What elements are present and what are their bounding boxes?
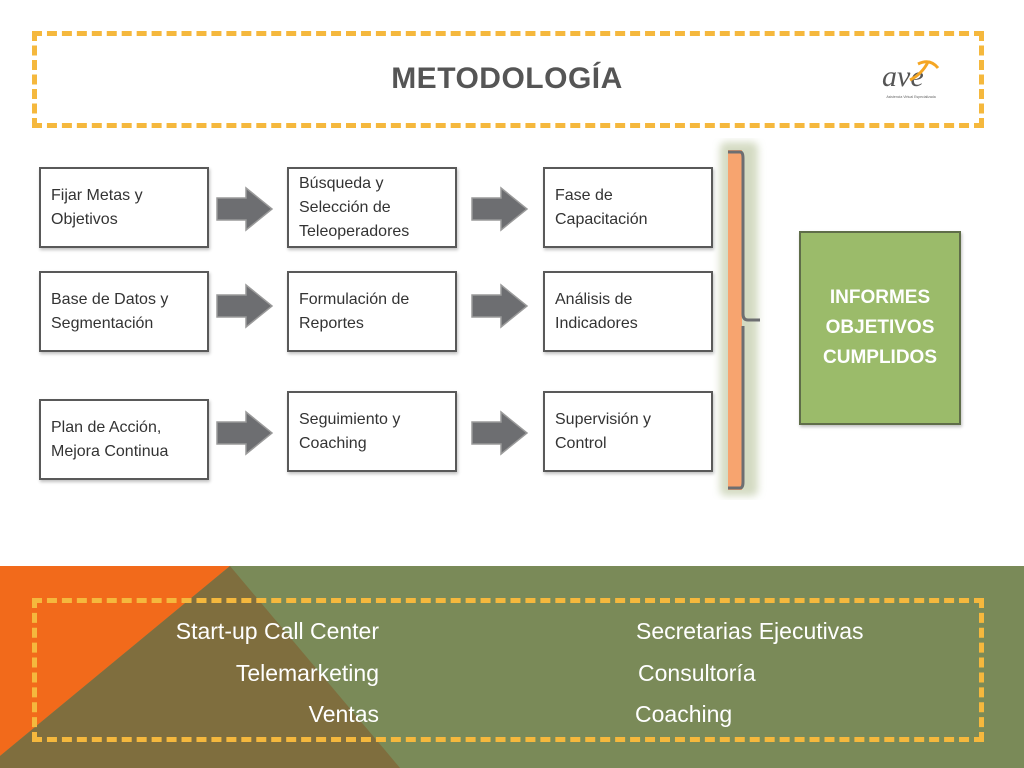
right-bracket	[720, 142, 760, 496]
step-supervision-control: Supervisión y Control	[543, 391, 713, 472]
step-label: Fijar Metas y Objetivos	[51, 186, 143, 228]
footer-dashed-frame	[32, 598, 984, 742]
service-consultoria: Consultoría	[638, 660, 756, 686]
right-arrow-icon	[216, 410, 274, 456]
step-label: Formulación de Reportes	[299, 290, 410, 332]
result-line: INFORMES	[829, 287, 931, 308]
step-label: Seguimiento y Coaching	[299, 410, 401, 452]
right-arrow-icon	[471, 186, 529, 232]
bracket-bar	[728, 150, 742, 490]
service-telemarketing: Telemarketing	[235, 660, 379, 686]
header-dashed-frame	[32, 31, 984, 128]
step-fijar-metas: Fijar Metas y Objetivos	[39, 167, 209, 248]
service-coaching: Coaching	[635, 701, 733, 727]
service-ventas: Ventas	[308, 701, 379, 727]
service-start-up-call-center: Start-up Call Center	[175, 618, 379, 644]
step-busqueda-seleccion: Búsqueda y Selección de Teleoperadores	[287, 167, 457, 248]
step-label: Plan de Acción, Mejora Continua	[51, 418, 169, 460]
result-box: INFORMES OBJETIVOS CUMPLIDOS	[799, 231, 961, 425]
right-arrow-icon	[471, 283, 529, 329]
result-line: CUMPLIDOS	[823, 347, 937, 368]
step-label: Base de Datos y Segmentación	[51, 290, 169, 332]
service-secretarias-ejecutivas: Secretarias Ejecutivas	[636, 618, 864, 644]
step-label: Supervisión y Control	[555, 410, 652, 452]
logo-swoosh	[917, 60, 940, 69]
footer-background	[0, 566, 400, 768]
result-line: OBJETIVOS	[825, 317, 935, 338]
step-label: Búsqueda y Selección de Teleoperadores	[299, 174, 410, 240]
step-label: Análisis de Indicadores	[555, 290, 638, 332]
right-arrow-icon	[216, 186, 274, 232]
right-arrow-icon	[216, 283, 274, 329]
step-base-datos: Base de Datos y Segmentación	[39, 271, 209, 352]
step-analisis-indicadores: Análisis de Indicadores	[543, 271, 713, 352]
step-formulacion-reportes: Formulación de Reportes	[287, 271, 457, 352]
step-label: Fase de Capacitación	[555, 186, 648, 228]
right-arrow-icon	[471, 410, 529, 456]
step-plan-accion: Plan de Acción, Mejora Continua	[39, 399, 209, 480]
logo-subtitle: Asistencia Virtual Especializada	[886, 95, 935, 99]
logo-swoosh-2	[909, 61, 930, 82]
step-fase-capacitacion: Fase de Capacitación	[543, 167, 713, 248]
step-seguimiento-coaching: Seguimiento y Coaching	[287, 391, 457, 472]
page-title: METODOLOGÍA	[391, 62, 623, 95]
ave-logo: ave Asistencia Virtual Especializada	[882, 60, 940, 99]
